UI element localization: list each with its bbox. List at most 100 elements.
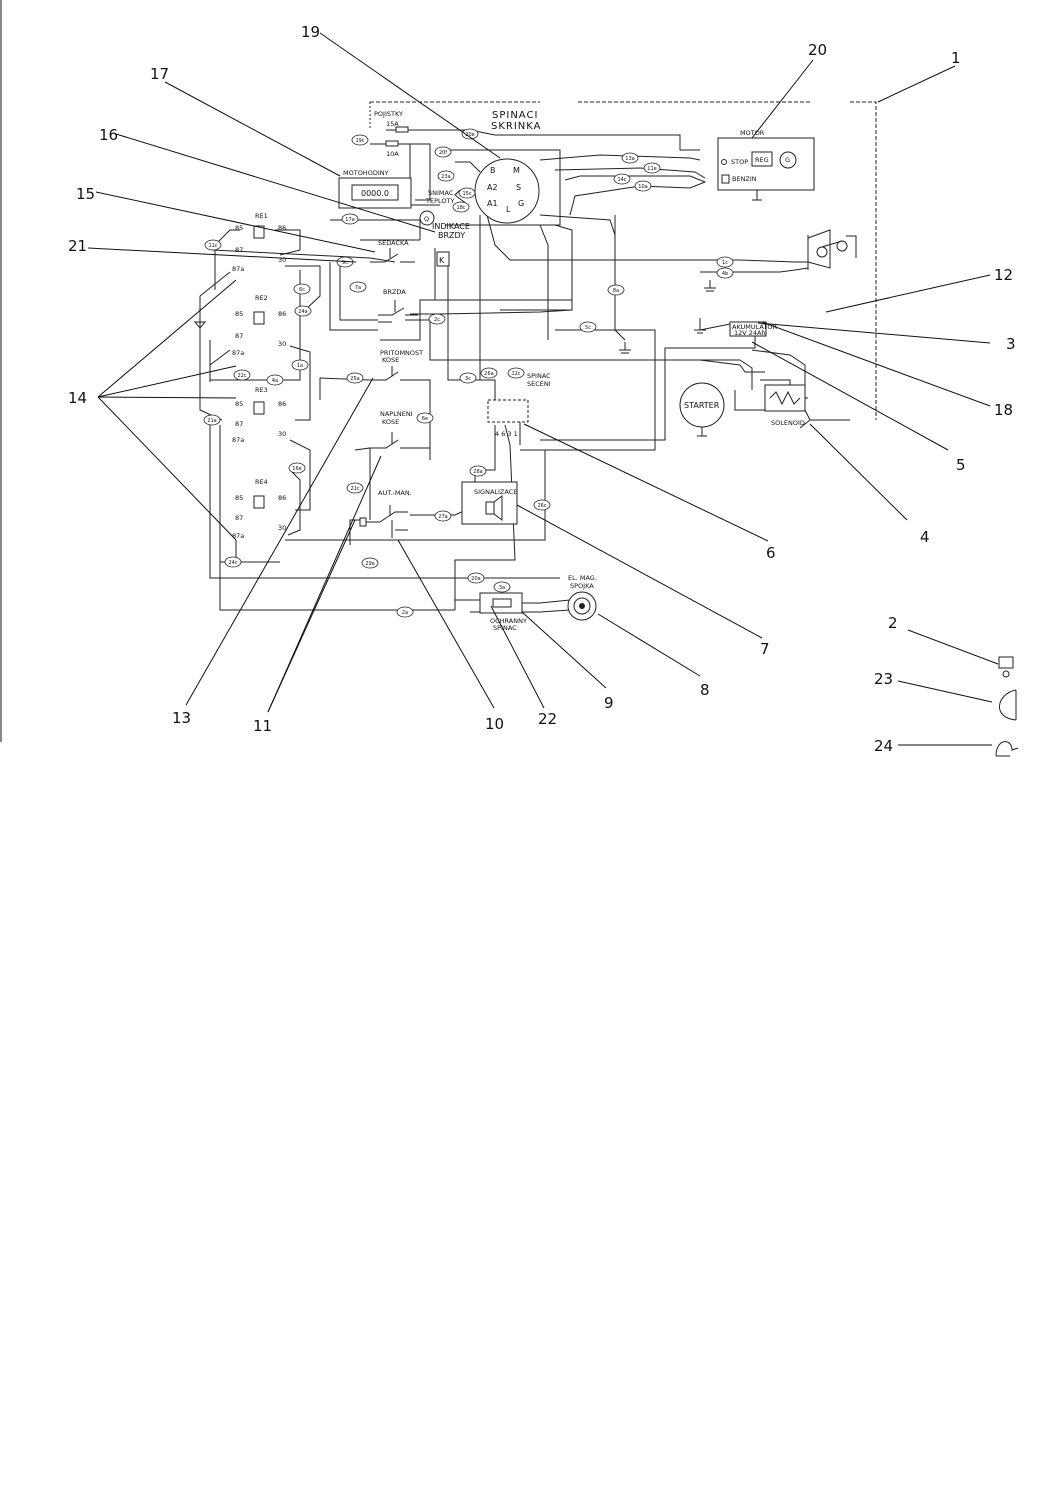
wire-tag-label: 13a	[625, 156, 634, 162]
relay-re3-label: RE3	[255, 386, 268, 394]
callout-15: 15	[76, 185, 95, 203]
headlight-left	[816, 246, 828, 258]
re3-pin-85: 85	[235, 400, 243, 408]
wire-tag	[233, 369, 251, 381]
re4-pin-85: 85	[235, 494, 243, 502]
callout-9: 9	[604, 694, 614, 712]
mowing-switch-body	[487, 399, 529, 423]
temperature-sender-label: SNIMAC	[428, 189, 454, 197]
wire-tag-label: 29a	[365, 561, 374, 567]
fuel-valve-label: BENZIN	[732, 175, 757, 183]
fuse-10a-label: 10A	[386, 150, 399, 158]
pin-a2: A2	[487, 183, 498, 192]
re2-pin-87a: 87a	[232, 349, 244, 357]
callout-3: 3	[1006, 335, 1016, 353]
wire-tag-label: 6e	[422, 416, 428, 422]
engine-stop-label: STOP	[731, 158, 748, 166]
wire-tag	[621, 152, 639, 164]
wire-tag	[204, 239, 222, 251]
wire-tag	[434, 146, 452, 158]
callout-4: 4	[920, 528, 930, 546]
wire-tag-label: 18c	[456, 205, 465, 211]
wire-tag-label: 10a	[638, 184, 647, 190]
starter-label: STARTER	[684, 401, 720, 410]
re1-pin-86: 86	[278, 224, 286, 232]
wire-tag	[634, 180, 652, 192]
seat-switch-label: SEDACKA	[378, 239, 409, 247]
wire-tag	[294, 305, 312, 317]
battery-rating: 12V 24Ah	[734, 329, 766, 337]
fuses-label: POJISTKY	[374, 110, 403, 118]
wire-tag-label: 3c	[465, 376, 471, 382]
signal-buzzer: SIGNALIZACE	[461, 481, 518, 525]
brake-indicator: INDIKACE BRZDY K	[432, 222, 470, 267]
callout-7: 7	[760, 640, 770, 658]
relay-re1: RE1 85 86 87 87a 30	[232, 212, 286, 273]
wire-tag	[459, 372, 477, 384]
callout-22: 22	[538, 710, 557, 728]
leader-lines	[87, 32, 999, 746]
wire-tag-label: 2c	[434, 317, 440, 323]
relay-re4-coil	[253, 495, 265, 509]
engine-stop-terminal	[721, 159, 727, 165]
wire-tag	[437, 170, 455, 182]
wire-tag	[349, 281, 367, 293]
auto-manual-switch: AUT.-MAN.	[359, 489, 412, 531]
wire-tag-label: 22c	[237, 373, 246, 379]
wire-tag	[469, 465, 487, 477]
re3-pin-87a: 87a	[232, 436, 244, 444]
temperature-sender-label-2: TEPLOTY	[425, 197, 454, 205]
safety-switch-label: OCHRANNY	[490, 617, 527, 625]
mowing-switch-pins: 4 6 3 1	[495, 430, 518, 438]
relay-re4-label: RE4	[255, 478, 268, 486]
auto-manual-contact	[359, 517, 367, 527]
re2-pin-86: 86	[278, 310, 286, 318]
safety-switch: OCHRANNY SPINAC	[479, 592, 527, 632]
temperature-gauge-symbol	[419, 210, 435, 226]
wire-tag-label: 11c	[208, 243, 217, 249]
wire-tag-label: 17a	[345, 217, 354, 223]
wire-tag-label: 24c	[228, 560, 237, 566]
wire-tag	[361, 557, 379, 569]
switch-box-outline	[370, 101, 877, 420]
callouts: 1 2 3 4 5 6 7 8 9 10 11 12 13 14 15 16 1…	[68, 23, 1016, 755]
wire-tag-label: 26a	[484, 371, 493, 377]
wire-tag-label: 20a	[471, 576, 480, 582]
regulator-box	[751, 151, 773, 167]
brake-indicator-label: INDIKACE	[432, 222, 470, 231]
basket-full-label: NAPLNENI	[380, 410, 413, 418]
connector-icon	[998, 656, 1014, 669]
re1-pin-87a: 87a	[232, 265, 244, 273]
callout-13: 13	[172, 709, 191, 727]
wire-tag	[396, 606, 414, 618]
callout-8: 8	[700, 681, 710, 699]
relay-re1-coil	[253, 225, 265, 239]
hour-meter: MOTOHODINY 0000.0	[338, 169, 412, 209]
engine: MOTOR STOP REG G BENZIN	[717, 129, 815, 201]
wire-tag-label: 20e	[465, 132, 474, 138]
brake-switch-label: BRZDA	[383, 288, 406, 296]
wire-tag	[288, 462, 306, 474]
re1-pin-30: 30	[278, 256, 286, 264]
terminal-icon	[995, 741, 1019, 757]
wire-tag-label: 7a	[355, 285, 361, 291]
wire-tag-label: 19c	[355, 138, 364, 144]
relay-re3-coil	[253, 401, 265, 415]
alternator-g: G	[785, 156, 790, 164]
wire-tag	[467, 572, 485, 584]
wire-tag-label: 27a	[438, 514, 447, 520]
clutch-label-2: SPOJKA	[570, 582, 594, 590]
wire-tag-label: 24a	[298, 309, 307, 315]
wire-tag-label: 23a	[441, 174, 450, 180]
ignition-switch-body	[474, 158, 540, 224]
clutch-label: EL. MAG.	[568, 574, 597, 582]
brake-switch: BRZDA	[378, 288, 418, 323]
wire-tag-label: 2a	[402, 610, 408, 616]
fuse-10a	[385, 140, 399, 147]
callout-16: 16	[99, 126, 118, 144]
wire-tag	[203, 414, 221, 426]
wire-tag-label: 4a	[272, 378, 278, 384]
wire-tag-label: 21c	[350, 486, 359, 492]
wire-tag-label: 14c	[617, 177, 626, 183]
pin-g: G	[518, 199, 524, 208]
